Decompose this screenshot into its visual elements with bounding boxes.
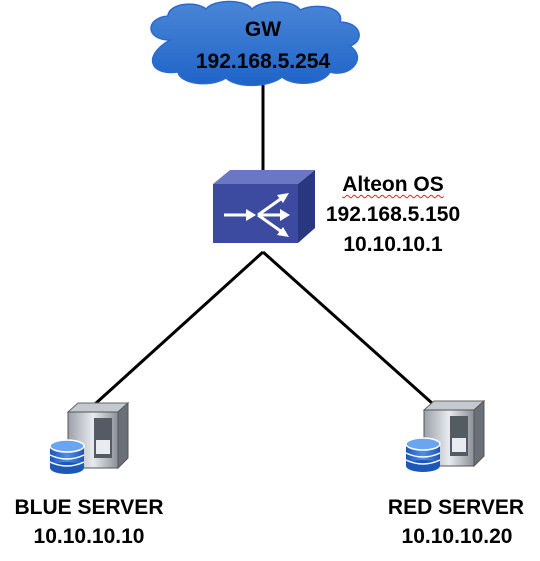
red-server-name: RED SERVER [387, 496, 525, 519]
link-alteon-to-red-server [262, 250, 443, 414]
load-balancer-ip-secondary: 10.10.10.1 [343, 233, 443, 256]
gateway-ip: 192.168.5.254 [195, 50, 331, 73]
load-balancer-ip-primary: 192.168.5.150 [325, 203, 461, 226]
load-balancer-name: Alteon OS [342, 173, 444, 196]
red-server-ip: 10.10.10.20 [401, 525, 513, 548]
blue-server-ip: 10.10.10.10 [33, 525, 145, 548]
blue-server-database-icon [49, 401, 130, 474]
gateway-name: GW [244, 18, 282, 41]
blue-server-name: BLUE SERVER [14, 496, 164, 519]
red-server-database-icon [405, 399, 486, 472]
link-alteon-to-blue-server [82, 250, 265, 416]
gateway-cloud-icon [150, 0, 360, 87]
load-balancer-switch-icon [213, 170, 315, 243]
